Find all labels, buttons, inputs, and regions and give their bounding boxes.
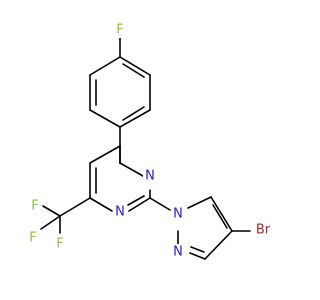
atom-fluorine-cf3-bottom: F (56, 237, 63, 252)
bond-pyrimidine-double-2 (127, 195, 145, 206)
molecule-structure-diagram: F N N N N Br F F F (26, 22, 274, 260)
atom-fluorine-cf3-top: F (31, 199, 38, 214)
bond-c2-pyrazole-n1 (149, 197, 171, 211)
bond-pyrazole-c5-c4 (210, 196, 233, 232)
atom-label-layer: F N N N N Br F F F (26, 22, 274, 260)
bond-benzene-double-1 (122, 63, 145, 78)
bond-benzene-double-2 (122, 106, 145, 121)
bond-pyrazole-c4-c3 (204, 230, 233, 260)
atom-nitrogen-pyrimidine-1: N (115, 205, 125, 220)
bond-pyrimidine-c2-n1 (128, 197, 151, 212)
atom-nitrogen-pyrazole-1: N (173, 207, 183, 222)
bond-cf3-f-left (40, 215, 61, 230)
bond-pyrazole-double-1 (212, 204, 228, 229)
bond-pyrimidine-c4-n3 (119, 162, 144, 177)
atom-nitrogen-pyrazole-2: N (173, 245, 183, 260)
atom-fluorine-cf3-left: F (29, 231, 36, 246)
bond-pyrazole-c3-n2 (189, 252, 206, 260)
bond-pyrazole-double-2 (190, 246, 205, 253)
atom-bromine: Br (256, 223, 271, 238)
atom-fluorine-para: F (116, 23, 123, 38)
bond-c6-cf3 (59, 197, 91, 217)
bond-cf3-f-top (42, 205, 61, 217)
bond-pyrazole-n1-c5 (187, 196, 212, 209)
bond-layer (40, 37, 251, 260)
bond-ring-benzene-4 (89, 109, 121, 128)
atom-nitrogen-pyrimidine-3: N (145, 169, 155, 184)
bond-pyrimidine-c5-c4 (89, 145, 121, 164)
bond-ring-benzene-1 (119, 56, 151, 76)
bond-ring-benzene-6 (89, 56, 121, 76)
bond-pyrimidine-n1-c6 (89, 197, 113, 212)
bond-ring-benzene-3 (119, 109, 151, 128)
